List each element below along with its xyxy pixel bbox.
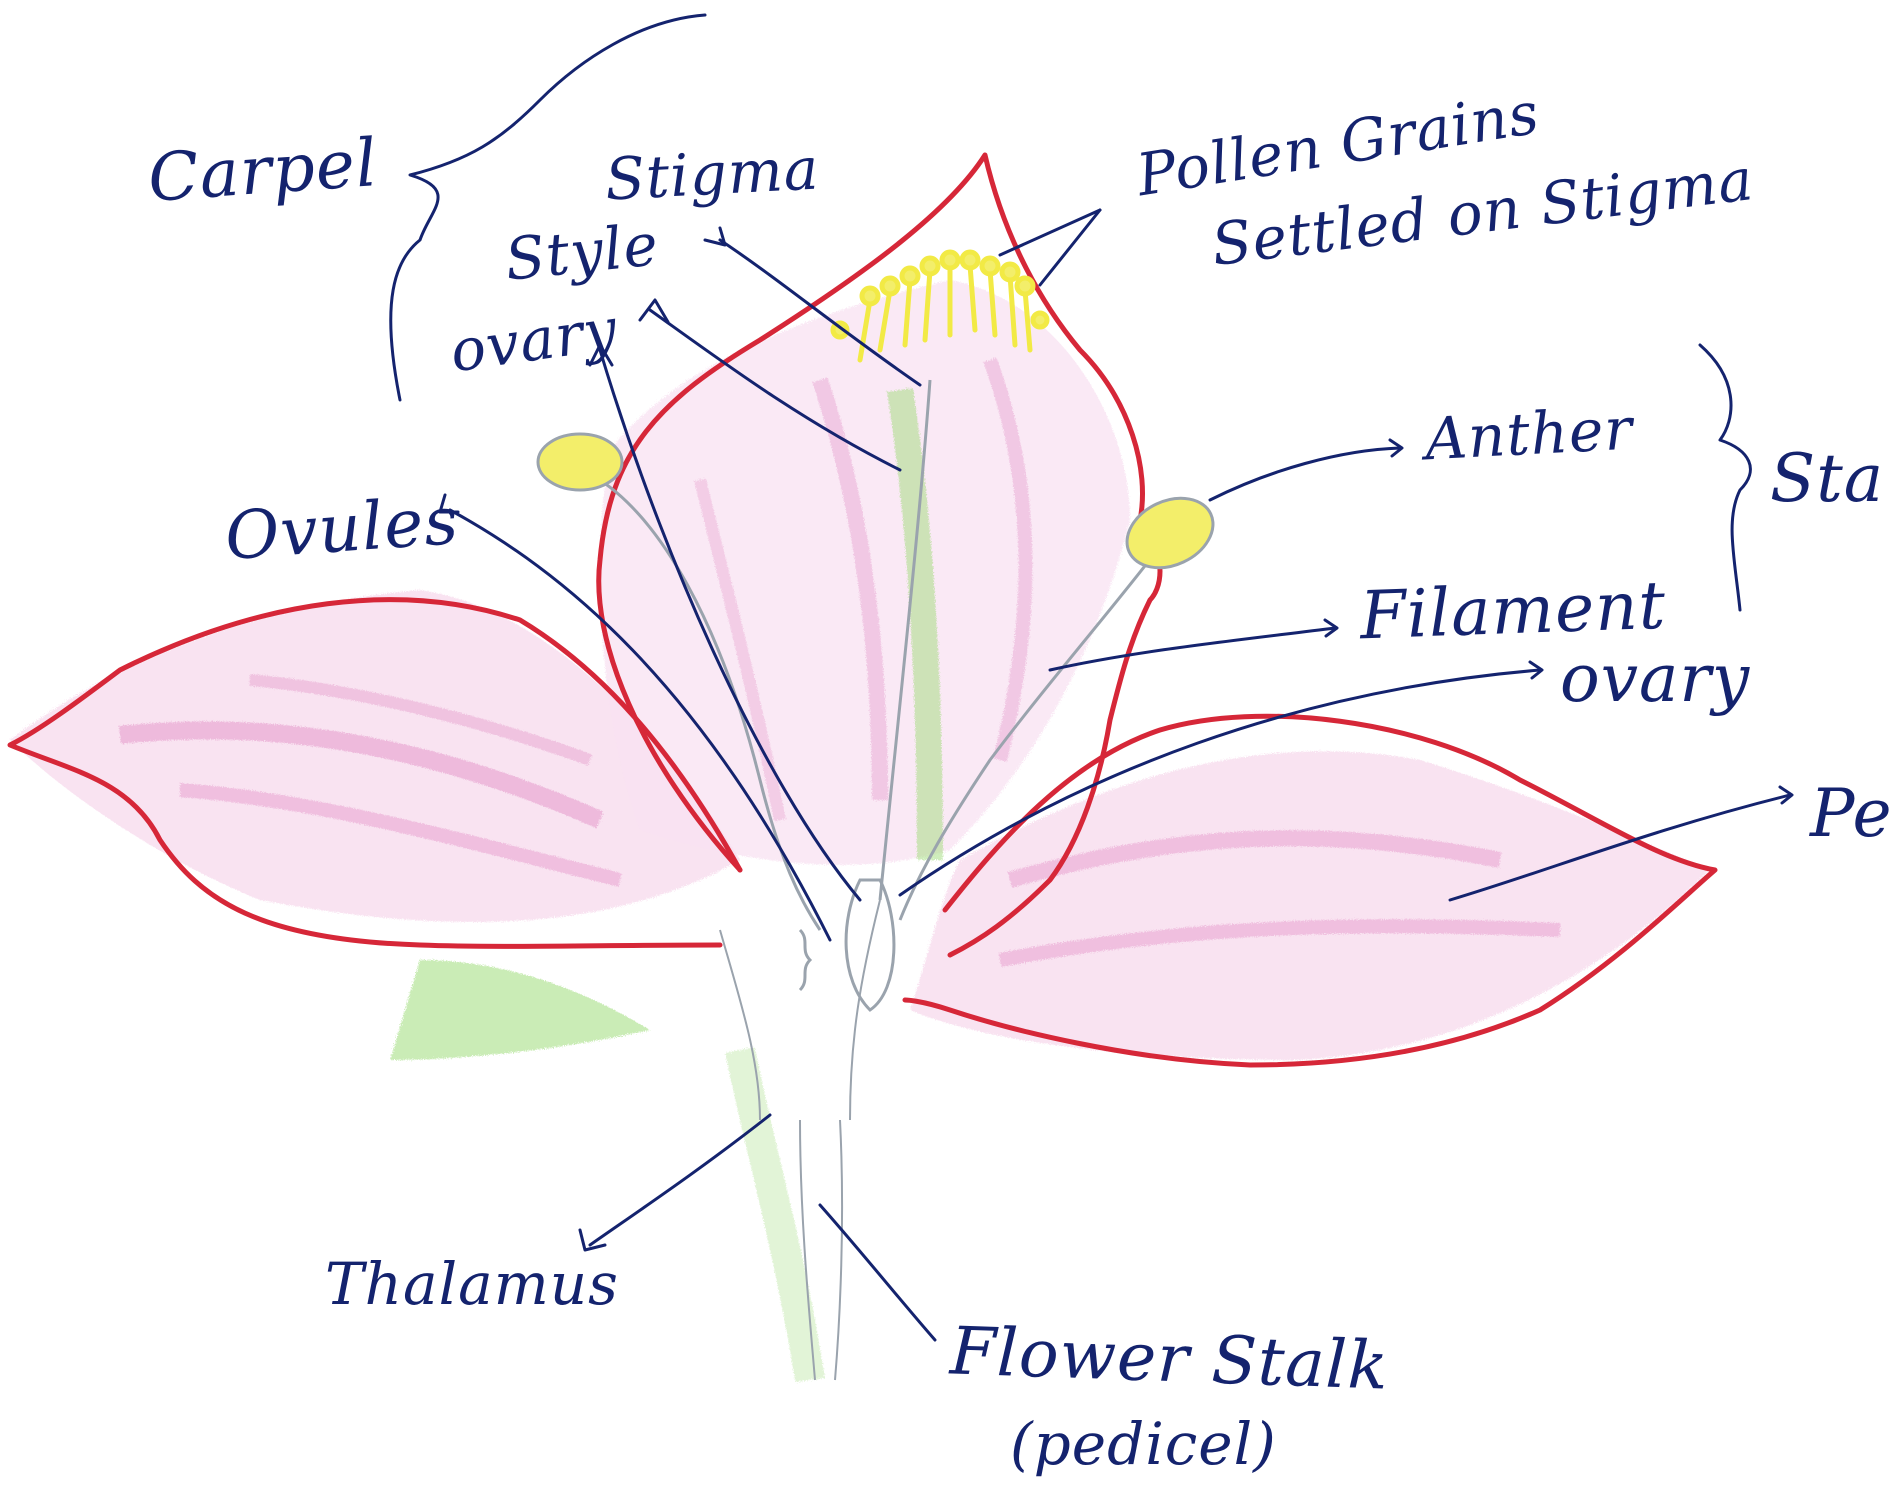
label-stamen: Sta [1770,440,1884,517]
label-pedicel: (pedicel) [1010,1410,1277,1478]
label-stigma: Stigma [603,134,821,213]
thalamus-arrow [580,1230,605,1250]
thalamus-line [590,1115,770,1245]
anther-line [1210,448,1400,500]
pollen-line-2 [1040,210,1100,285]
label-petal: Pe [1810,775,1893,852]
anther-left [538,434,622,490]
stamen-brace [1700,345,1750,610]
label-carpel: Carpel [146,124,381,217]
pollen-line-1 [1000,210,1100,255]
label-thalamus: Thalamus [325,1250,619,1318]
flower-stalk-line [820,1205,935,1340]
anther-right [1116,485,1225,581]
filament-line [1050,628,1335,670]
label-anther: Anther [1423,395,1634,474]
label-ovules: Ovules [223,482,462,575]
ovules-dots [800,930,810,990]
label-ovary-right: ovary [1560,640,1750,717]
label-flower-stalk: Flower Stalk [949,1312,1390,1404]
